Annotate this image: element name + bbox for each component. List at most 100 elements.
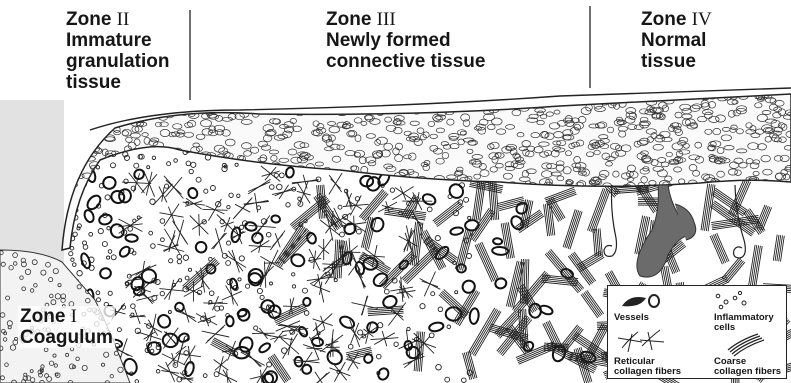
epithelial-cell — [476, 106, 483, 110]
coarse-collagen-fiber — [563, 209, 582, 249]
inflammatory-cell — [358, 330, 363, 335]
reticular-fiber — [196, 312, 217, 326]
legend-box: Vessels Inflammatory cells Reticular col… — [607, 285, 787, 379]
epithelial-cell — [272, 89, 279, 94]
inflammatory-cell — [227, 241, 231, 245]
reticular-fiber — [352, 296, 378, 316]
inflammatory-cell — [464, 197, 469, 202]
inflammatory-cell — [108, 250, 112, 254]
vessel — [174, 302, 184, 312]
inflammatory-cell — [420, 304, 425, 309]
epithelial-cell — [289, 93, 295, 98]
inflammatory-cell — [68, 153, 72, 157]
epithelial-cell — [287, 96, 295, 102]
vessel — [469, 308, 479, 324]
reticular-fiber — [190, 214, 209, 236]
inflammatory-cell — [71, 171, 74, 174]
epithelial-cell — [248, 92, 257, 99]
reticular-fiber — [313, 314, 333, 332]
vessel — [376, 367, 390, 381]
epithelial-cell — [411, 94, 418, 100]
epithelial-cell — [166, 153, 173, 159]
coarse-collagen-fiber — [384, 207, 426, 220]
epithelial-cell — [140, 107, 147, 111]
inflammatory-cell — [298, 197, 301, 200]
epithelial-cell — [94, 133, 103, 139]
coagulum-cell — [94, 268, 99, 273]
vessel — [125, 234, 138, 242]
epithelial-cell — [498, 101, 508, 106]
vessel — [102, 176, 117, 190]
epithelial-cell — [65, 158, 71, 163]
epithelial-cell — [189, 154, 195, 159]
inflammatory-cell — [174, 159, 178, 163]
epithelial-cell — [587, 96, 594, 103]
inflammatory-cell — [89, 232, 93, 236]
epithelial-cell — [78, 149, 85, 154]
epithelial-cell — [123, 96, 133, 101]
inflammatory-cell — [438, 307, 443, 312]
inflammatory-cell — [73, 263, 77, 267]
coarse-collagen-fiber — [361, 217, 376, 250]
epithelial-cell — [84, 118, 92, 123]
inflammatory-cell — [340, 232, 345, 237]
inflammatory-cell — [179, 279, 182, 282]
inflammatory-cell — [238, 278, 241, 281]
coagulum-cell — [104, 263, 108, 267]
epithelial-cell — [206, 169, 216, 174]
epithelial-cell — [84, 97, 93, 102]
inflammatory-cell — [191, 162, 196, 167]
zone-3-line-2: connective tissue — [326, 51, 485, 72]
vessel — [447, 182, 466, 201]
epithelial-cell — [75, 95, 84, 101]
inflammatory-cell — [292, 285, 295, 288]
epithelial-cell — [176, 107, 186, 111]
vessel — [226, 316, 234, 327]
coarse-collagen-fiber — [773, 235, 784, 262]
zone-2-line-2: granulation — [66, 51, 169, 72]
epithelial-cell — [408, 93, 417, 98]
zone-2-numeral: II — [117, 9, 130, 30]
epithelial-cell — [503, 187, 514, 194]
epithelial-cell — [488, 102, 495, 107]
reticular-fiber — [252, 328, 275, 339]
inflammatory-cell — [277, 184, 283, 190]
vessel — [85, 193, 103, 211]
epithelial-cell — [205, 92, 212, 98]
zone-4-label: Zone IV Normal tissue — [641, 9, 712, 72]
vessel — [246, 266, 266, 286]
inflammatory-cell — [390, 188, 394, 192]
reticular-fiber — [159, 280, 183, 300]
coarse-fiber-symbol-icon — [728, 334, 764, 356]
inflammatory-cell — [185, 276, 189, 280]
reticular-fiber — [202, 199, 227, 221]
epithelial-cell — [71, 148, 79, 153]
epithelial-cell — [238, 162, 245, 166]
inflammatory-cell — [348, 344, 353, 349]
epithelial-cell — [230, 185, 241, 191]
epithelial-cell — [238, 175, 248, 180]
inflammatory-cell — [303, 288, 308, 293]
epithelial-cell — [65, 171, 76, 177]
inflammatory-cell — [160, 291, 164, 295]
epithelial-cell — [423, 94, 431, 99]
vessel — [494, 277, 507, 289]
inflammatory-cell — [468, 216, 471, 219]
epithelial-cell — [405, 182, 413, 187]
epithelial-cell — [204, 100, 215, 107]
vessel — [184, 361, 196, 377]
epithelial-cell — [348, 186, 356, 191]
inflammatory-cell — [107, 256, 110, 259]
vessel — [118, 245, 132, 259]
epithelial-cell — [234, 92, 244, 98]
inflammatory-cell — [431, 292, 435, 296]
epithelial-cell — [72, 168, 82, 173]
coarse-collagen-fiber — [710, 233, 729, 264]
inflammatory-cell — [177, 254, 182, 259]
epithelial-cell — [421, 95, 427, 100]
inflammatory-cell — [161, 238, 165, 242]
vessel — [99, 267, 112, 280]
epithelial-cell — [346, 108, 355, 113]
inflammatory-cell — [102, 242, 107, 247]
coagulum-cell — [120, 281, 123, 284]
